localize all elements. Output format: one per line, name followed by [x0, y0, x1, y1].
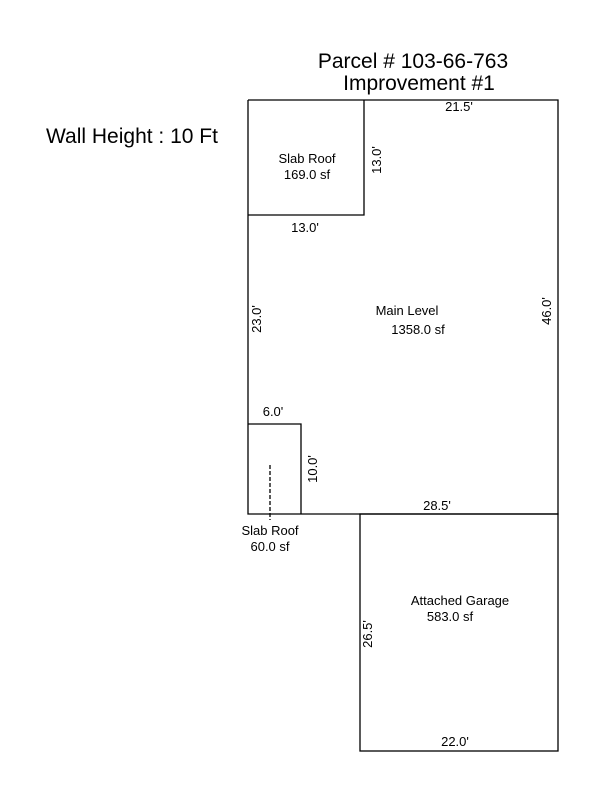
wall-height-label: Wall Height : 10 Ft — [46, 125, 218, 148]
slab-roof-top-dim-bottom: 13.0' — [291, 220, 319, 235]
main-level-dim-top: 21.5' — [445, 99, 473, 114]
main-level-dim-right: 46.0' — [539, 297, 554, 325]
main-level-dim-left: 23.0' — [249, 305, 264, 333]
slab-roof-small-outline — [248, 423, 302, 514]
garage-dim-left: 26.5' — [360, 620, 375, 648]
slab-roof-top-area: 169.0 sf — [284, 167, 331, 182]
slab-roof-top-name: Slab Roof — [278, 151, 335, 166]
garage-name: Attached Garage — [411, 593, 509, 608]
main-level-name: Main Level — [376, 303, 439, 318]
garage-outline — [359, 513, 559, 752]
slab-roof-small-dim-top: 6.0' — [263, 404, 284, 419]
improvement-label: Improvement #1 — [343, 72, 495, 95]
slab-roof-small-name: Slab Roof — [241, 523, 298, 538]
main-level-dim-bottom: 28.5' — [423, 498, 451, 513]
slab-roof-top-dim-right: 13.0' — [369, 146, 384, 174]
main-level-area: 1358.0 sf — [391, 322, 445, 337]
garage-dim-bottom: 22.0' — [441, 734, 469, 749]
garage-area: 583.0 sf — [427, 609, 474, 624]
slab-roof-small-area: 60.0 sf — [250, 539, 289, 554]
slab-roof-top-outline — [248, 100, 365, 216]
slab-roof-small-dim-right: 10.0' — [305, 455, 320, 483]
parcel-number: Parcel # 103-66-763 — [318, 50, 508, 73]
